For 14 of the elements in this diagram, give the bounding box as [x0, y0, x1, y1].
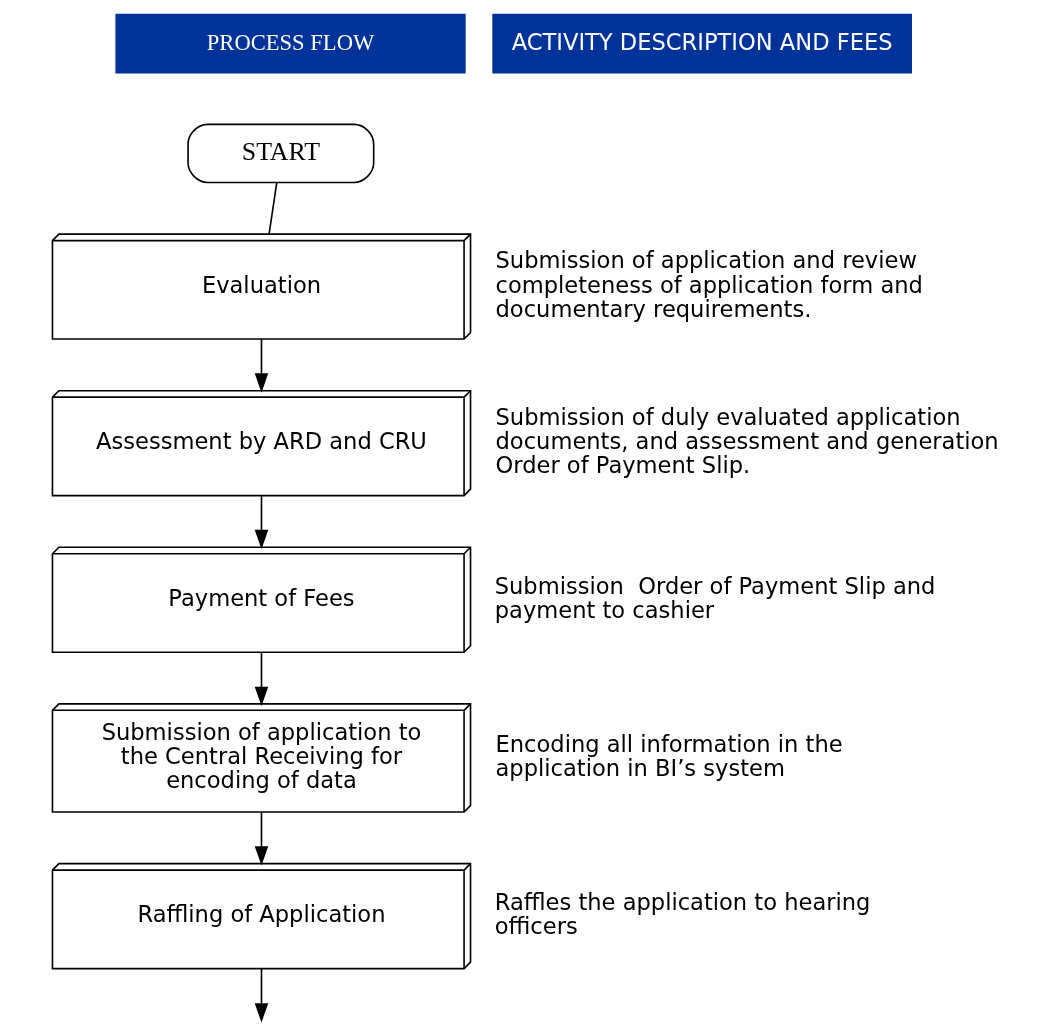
node-label: Submission Order of Payment Slip and payment to cashier: [494, 572, 935, 623]
arrow: [254, 338, 268, 393]
arrow: [254, 651, 268, 707]
node-box: START: [186, 123, 374, 184]
node-label: Submission of application and review completeness of application form and documentary requirements.: [495, 247, 923, 322]
node-label: Raffles the application to hearing officers: [494, 888, 870, 940]
label: PROCESS FLOW: [206, 29, 374, 55]
arrow: [254, 811, 268, 866]
label: ACTIVITY DESCRIPTION AND FEES: [511, 28, 893, 55]
arrow: [254, 968, 268, 1023]
arrow: [254, 495, 268, 550]
node-label: Encoding all information in the application in BI’s system: [495, 730, 843, 782]
connector: [267, 181, 278, 235]
node-label: Submission of duly evaluated application documents, and assessment and generation Order of Payment Slip.: [495, 403, 999, 479]
